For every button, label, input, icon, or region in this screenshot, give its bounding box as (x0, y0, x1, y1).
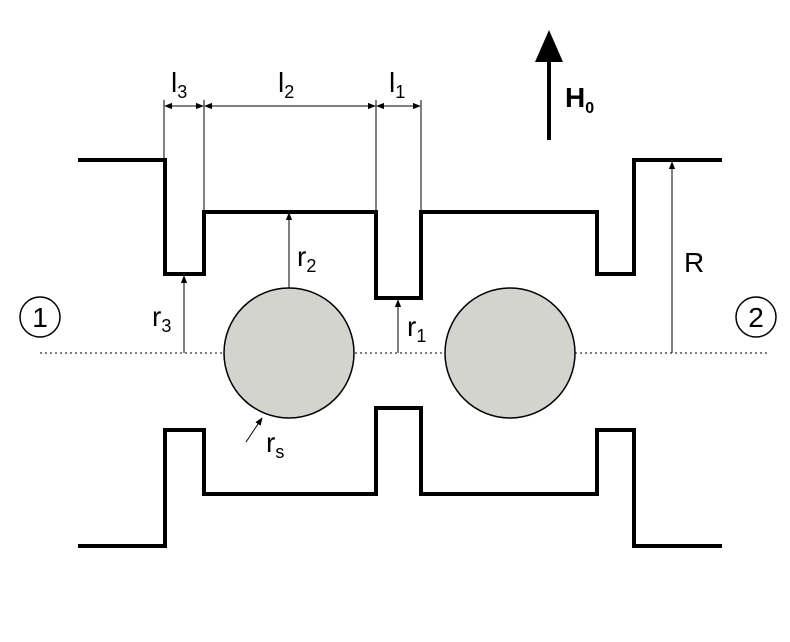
port-1-circle (19, 296, 61, 338)
sphere-right (444, 287, 576, 419)
h0-arrow-head (535, 30, 563, 62)
lower-wall (78, 406, 722, 548)
port-1-label: 1 (32, 302, 48, 333)
rs-pointer-arrow (245, 417, 263, 443)
port-2-circle (735, 296, 777, 338)
r1-label: r1 (407, 311, 426, 346)
rs-label: rs (266, 427, 284, 462)
h0-label: H0 (565, 82, 594, 117)
port-2-label: 2 (748, 302, 764, 333)
upper-wall (78, 158, 722, 300)
r2-label: r2 (297, 241, 316, 276)
l3-label: l3 (171, 67, 187, 102)
sphere-left (223, 287, 355, 419)
l1-label: l1 (389, 67, 405, 102)
r3-label: r3 (152, 301, 171, 336)
R-label: R (684, 247, 704, 278)
l2-label: l2 (278, 67, 294, 102)
